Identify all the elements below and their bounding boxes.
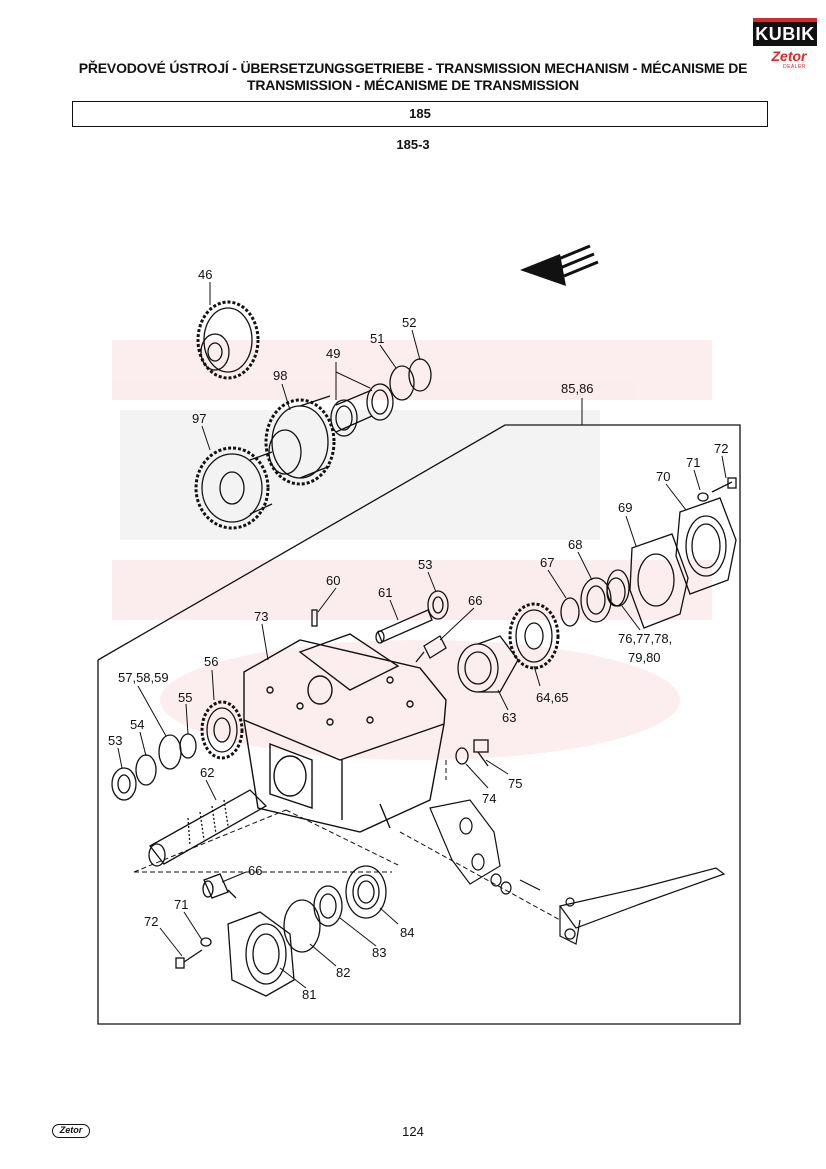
guide-lines	[133, 760, 561, 921]
detent-66-top	[415, 635, 447, 663]
washer-71	[697, 492, 709, 502]
ring-67	[560, 597, 580, 627]
label-62: 62	[200, 765, 214, 780]
label-56: 56	[204, 654, 218, 669]
label-83: 83	[372, 945, 386, 960]
label-46: 46	[198, 267, 212, 282]
label-71-top: 71	[686, 455, 700, 470]
part-number-labels: 46 52 51 49 98 97 85,86 72 71 70 69 68 6…	[108, 267, 728, 1002]
label-49: 49	[326, 346, 340, 361]
shaft-61	[375, 609, 433, 644]
detent-66-bottom	[202, 873, 237, 899]
label-52: 52	[402, 315, 416, 330]
gearbox-housing-73	[243, 633, 447, 833]
label-82: 82	[336, 965, 350, 980]
label-66-bottom: 66	[248, 863, 262, 878]
shift-sleeve-63	[457, 635, 519, 693]
kubik-watermark	[112, 340, 712, 760]
gear-64-65	[508, 602, 560, 670]
label-72-bottom: 72	[144, 914, 158, 929]
bearing-53-top	[427, 590, 449, 620]
label-70: 70	[656, 469, 670, 484]
cover-81	[227, 911, 295, 997]
kubik-zetor-logo: KUBIK Zetor DEALER	[753, 14, 817, 70]
label-85-86: 85,86	[561, 381, 594, 396]
zetor-logo-text: Zetor	[771, 48, 807, 64]
ring-54	[135, 754, 157, 786]
label-73: 73	[254, 609, 268, 624]
seal-74	[455, 747, 469, 765]
zetor-footer-logo: Zetor	[52, 1124, 90, 1138]
label-74: 74	[482, 791, 496, 806]
page-title: PŘEVODOVÉ ÚSTROJÍ - ÜBERSETZUNGSGETRIEBE…	[78, 60, 748, 93]
gear-46	[196, 300, 260, 380]
gear-56	[200, 700, 244, 760]
kubik-logo-text: KUBIK	[753, 18, 817, 46]
label-72-top: 72	[714, 441, 728, 456]
label-98: 98	[273, 368, 287, 383]
label-60: 60	[326, 573, 340, 588]
dealer-logo-text: DEALER	[783, 64, 807, 70]
shift-lever-assembly	[429, 799, 726, 945]
section-number-box: 185	[72, 101, 768, 127]
gear-98	[264, 395, 336, 486]
label-55: 55	[178, 690, 192, 705]
washer-71-bottom	[200, 937, 212, 947]
page-number: 124	[402, 1124, 424, 1139]
label-63: 63	[502, 710, 516, 725]
label-68: 68	[568, 537, 582, 552]
label-54: 54	[130, 717, 144, 732]
gasket-69	[629, 533, 689, 629]
circlip-55	[179, 733, 197, 759]
label-84: 84	[400, 925, 414, 940]
leader-lines	[117, 282, 727, 989]
pin-60	[311, 609, 318, 627]
plug-75	[473, 739, 489, 767]
gear-97	[194, 446, 273, 530]
label-76-78: 76,77,78,	[618, 631, 672, 646]
gasket-82	[283, 899, 321, 953]
label-64-65: 64,65	[536, 690, 569, 705]
label-53-bottom: 53	[108, 733, 122, 748]
needle-bearing-49	[330, 383, 394, 437]
label-69: 69	[618, 500, 632, 515]
shim-57-59	[158, 734, 182, 770]
label-61: 61	[378, 585, 392, 600]
output-shaft-62	[148, 789, 268, 867]
spacer-83	[313, 885, 343, 927]
label-71-bottom: 71	[174, 897, 188, 912]
label-67: 67	[540, 555, 554, 570]
ring-51	[389, 365, 415, 401]
bearing-84	[345, 865, 387, 919]
label-57-59: 57,58,59	[118, 670, 169, 685]
label-53-top: 53	[418, 557, 432, 572]
bolt-72-bottom	[175, 949, 203, 969]
cover-70	[675, 497, 737, 595]
assembly-frame	[97, 424, 741, 1025]
label-79-80: 79,80	[628, 650, 661, 665]
label-81: 81	[302, 987, 316, 1002]
subsection-number: 185-3	[396, 137, 430, 152]
bearing-53-bottom	[111, 767, 137, 801]
label-97: 97	[192, 411, 206, 426]
label-66-top: 66	[468, 593, 482, 608]
label-51: 51	[370, 331, 384, 346]
circlip-76-80	[606, 569, 630, 607]
label-75: 75	[508, 776, 522, 791]
direction-arrow-icon	[520, 244, 599, 286]
bolt-72	[711, 477, 737, 493]
